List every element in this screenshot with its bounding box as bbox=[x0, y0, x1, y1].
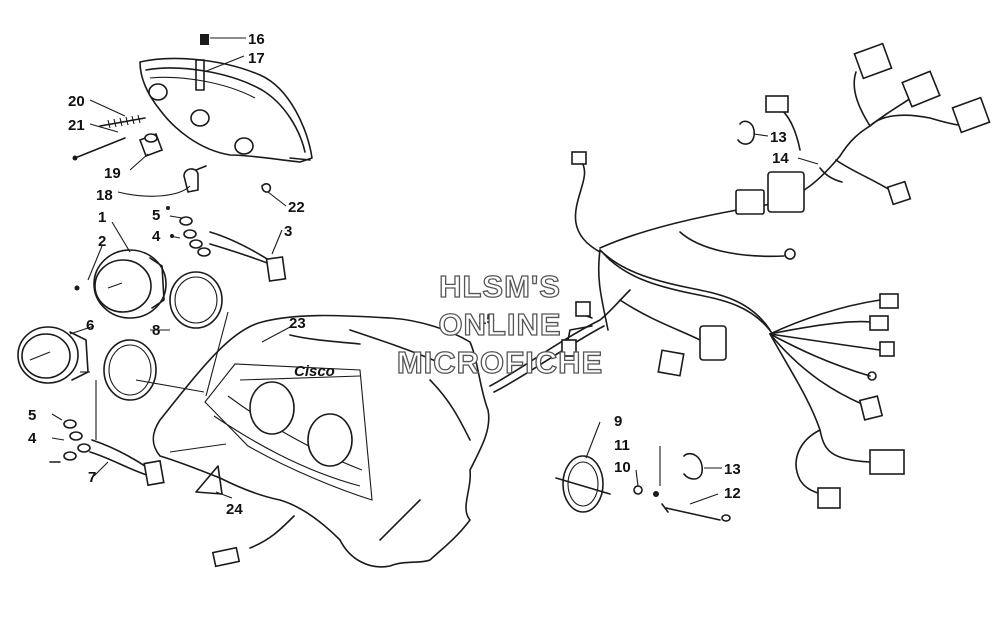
callout-12: 12 bbox=[724, 485, 741, 502]
callout-8: 8 bbox=[152, 322, 160, 339]
watermark-line-2: ONLINE bbox=[438, 307, 561, 342]
speed-sensor-group bbox=[555, 455, 731, 522]
watermark-line-1: HLSM'S bbox=[439, 269, 561, 304]
upper-harness-branch bbox=[735, 42, 991, 215]
headlight-assembly bbox=[139, 34, 313, 163]
harness-7 bbox=[49, 380, 165, 487]
bulb-18 bbox=[183, 165, 207, 193]
speedometer-gauge bbox=[74, 249, 167, 319]
callout-19: 19 bbox=[104, 165, 121, 182]
bulb-socket-19 bbox=[138, 132, 164, 158]
adjust-screw-20 bbox=[99, 114, 146, 129]
callout-21: 21 bbox=[68, 117, 85, 134]
watermark-line-3: MICROFICHE bbox=[397, 345, 603, 380]
dash-panel: Cisco bbox=[152, 314, 490, 568]
callout-13-lower: 13 bbox=[724, 461, 741, 478]
callout-13-upper: 13 bbox=[770, 129, 787, 146]
callout-16: 16 bbox=[248, 31, 265, 48]
callout-labels: 16 17 20 21 19 18 22 1 2 5 4 3 6 8 23 15… bbox=[28, 31, 789, 518]
harness-3 bbox=[166, 206, 287, 282]
leader-lines bbox=[51, 37, 819, 505]
callout-18: 18 bbox=[96, 187, 113, 204]
callout-4b: 4 bbox=[28, 430, 37, 447]
tachometer-gauge bbox=[17, 326, 90, 384]
callout-5a: 5 bbox=[152, 207, 160, 224]
callout-17: 17 bbox=[248, 50, 265, 67]
decal-logo-text: Cisco bbox=[294, 363, 335, 380]
clip-22 bbox=[261, 183, 272, 193]
callout-6: 6 bbox=[86, 317, 94, 334]
watermark: HLSM'S ONLINE MICROFICHE bbox=[396, 268, 603, 380]
bezel-ring-upper bbox=[169, 271, 223, 329]
callout-20: 20 bbox=[68, 93, 85, 110]
seal-13-upper bbox=[737, 120, 755, 145]
callout-22: 22 bbox=[288, 199, 305, 216]
main-wiring-harness bbox=[489, 151, 905, 509]
callout-11: 11 bbox=[614, 437, 630, 454]
callout-23: 23 bbox=[289, 315, 306, 332]
callout-9: 9 bbox=[614, 413, 622, 430]
callout-3: 3 bbox=[284, 223, 292, 240]
bezel-ring-lower bbox=[103, 339, 157, 401]
dash-connector bbox=[211, 515, 295, 568]
callout-1: 1 bbox=[98, 209, 106, 226]
callout-15: 15 bbox=[478, 311, 495, 328]
rod-21 bbox=[72, 137, 126, 161]
callout-2: 2 bbox=[98, 233, 106, 250]
seal-13-lower bbox=[683, 452, 703, 480]
callout-4a: 4 bbox=[152, 228, 161, 245]
callout-7: 7 bbox=[88, 469, 96, 486]
callout-24: 24 bbox=[226, 501, 243, 518]
callout-5b: 5 bbox=[28, 407, 36, 424]
callout-14: 14 bbox=[772, 150, 789, 167]
lens-24 bbox=[195, 465, 223, 495]
callout-10: 10 bbox=[614, 459, 631, 476]
